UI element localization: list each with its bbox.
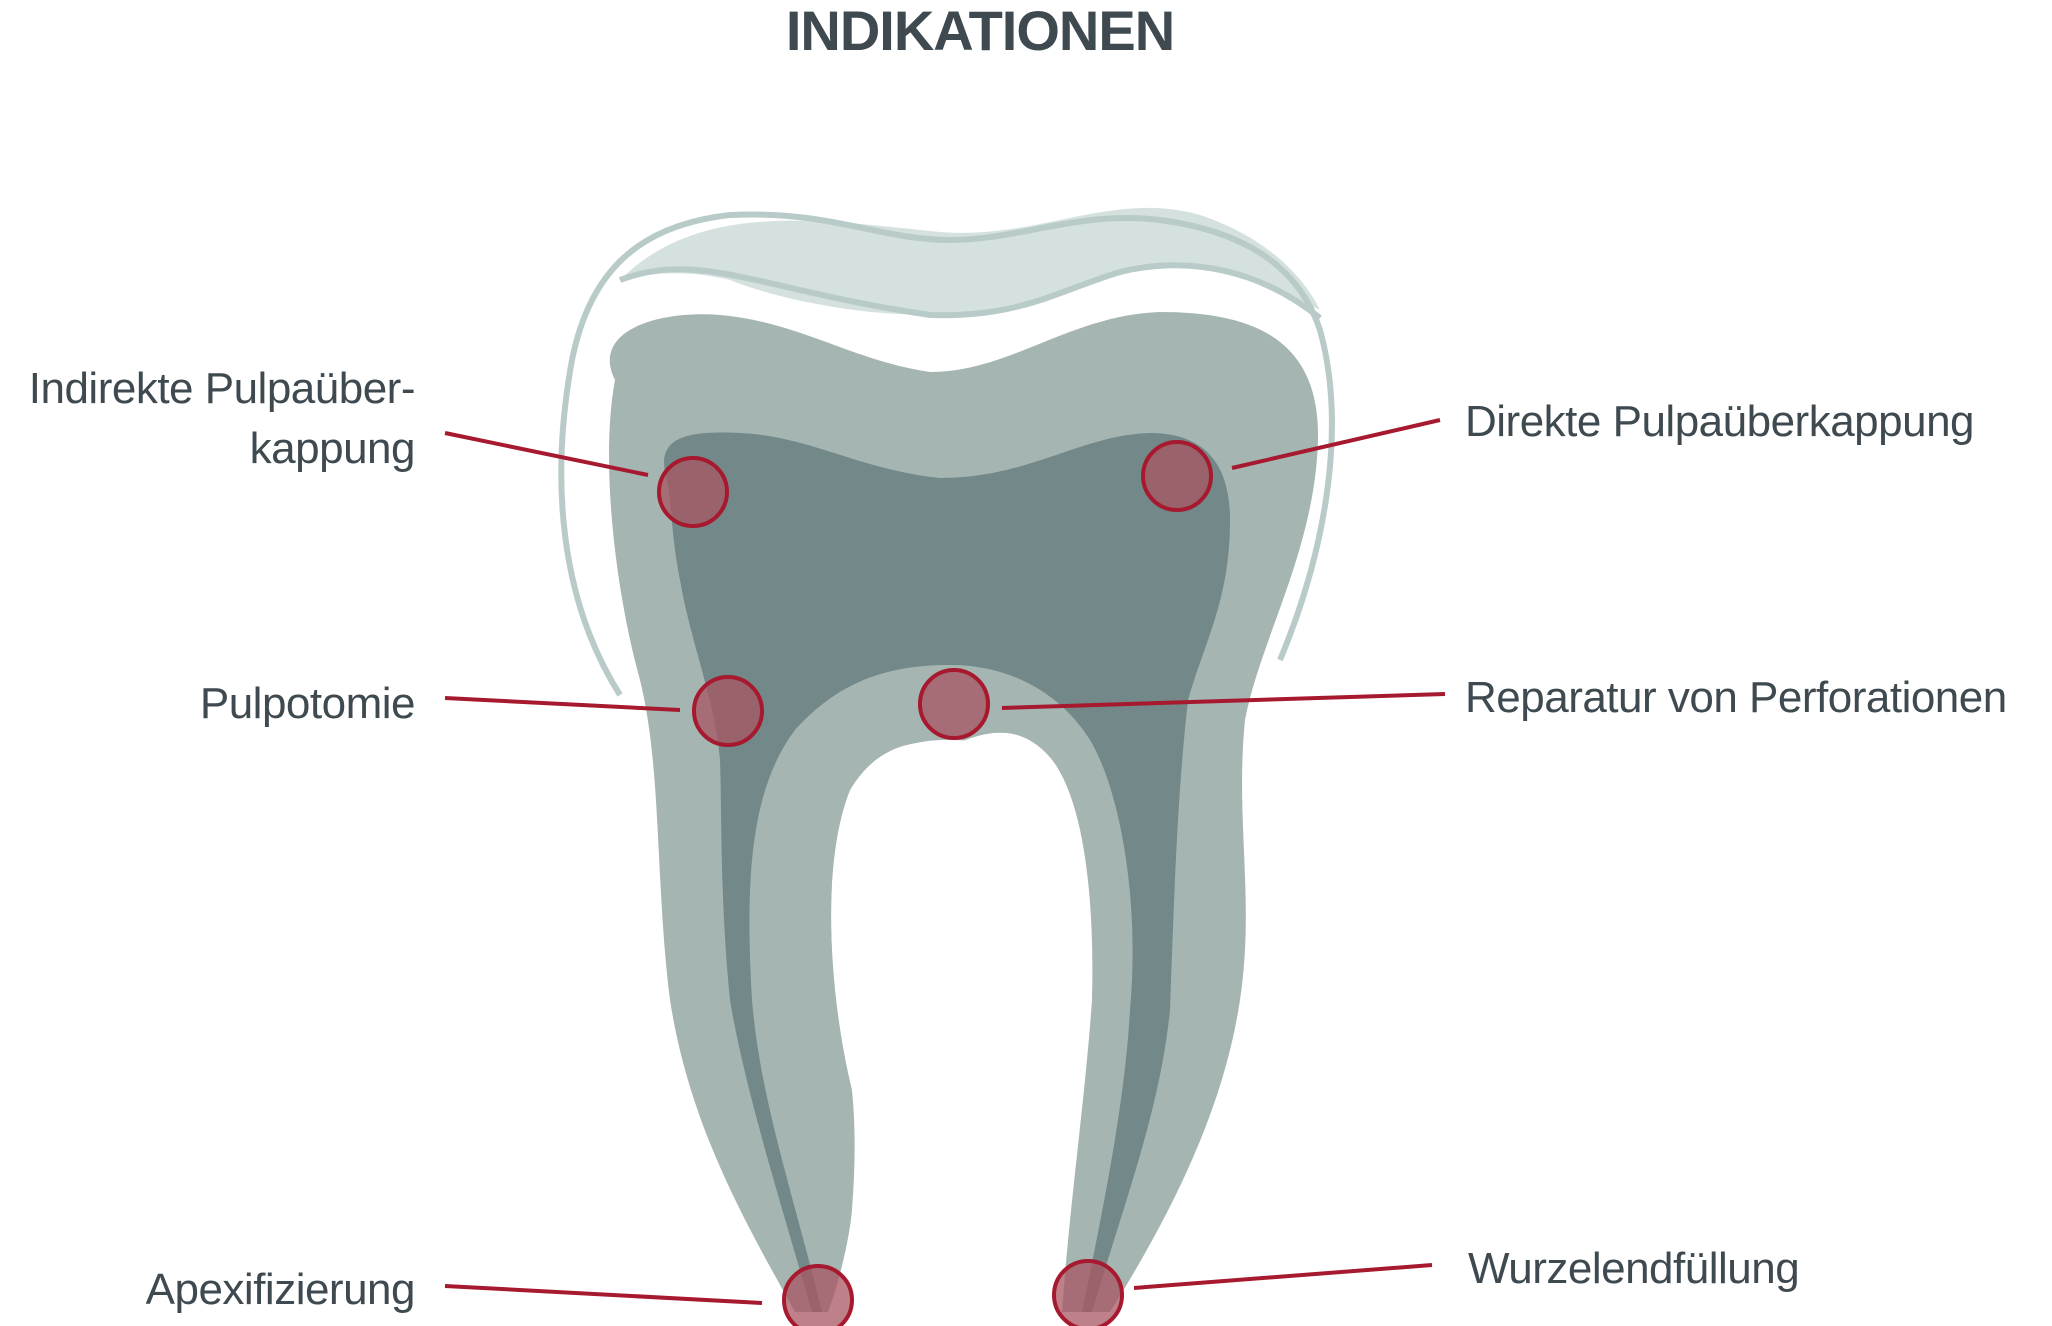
- label-pulpotomy: Pulpotomie: [200, 679, 415, 728]
- leader-line-direct: [1231, 418, 1441, 470]
- inter-root-dentin: [795, 665, 1115, 1312]
- label-perforation: Reparatur von Perforationen: [1465, 673, 2007, 722]
- leader-line-indirect: [444, 431, 649, 477]
- leader-line-perforation: [1001, 692, 1446, 710]
- pulp-chamber: [664, 432, 1230, 1313]
- marker-direct: [1141, 440, 1213, 512]
- enamel-outline: [558, 211, 1335, 697]
- label-apexification: Apexifizierung: [146, 1265, 415, 1314]
- leader-lines: [444, 418, 1446, 1305]
- inter-root-gap: [836, 739, 1082, 1326]
- label-indirect-line1: Indirekte Pulpaüber-: [29, 364, 415, 413]
- marker-pulpotomy: [692, 675, 764, 747]
- marker-root-filling: [1052, 1259, 1124, 1326]
- labels: Indirekte Pulpaüber- kappung Direkte Pul…: [29, 364, 2007, 1314]
- tooth-illustration: [558, 207, 1335, 1326]
- label-indirect-line2: kappung: [250, 424, 415, 473]
- enamel-inner-line: [618, 262, 1322, 321]
- page-title: INDIKATIONEN: [786, 0, 1174, 62]
- markers: [657, 440, 1213, 1326]
- label-direct: Direkte Pulpaüberkappung: [1465, 397, 1974, 446]
- label-root-filling: Wurzelendfüllung: [1468, 1244, 1799, 1293]
- leader-line-root-filling: [1133, 1263, 1433, 1290]
- leader-line-apexification: [444, 1284, 763, 1305]
- marker-indirect: [657, 456, 729, 528]
- marker-apexification: [782, 1264, 854, 1326]
- marker-perforation: [918, 668, 990, 740]
- leader-line-pulpotomy: [444, 696, 681, 712]
- enamel-crown-fill: [620, 207, 1320, 315]
